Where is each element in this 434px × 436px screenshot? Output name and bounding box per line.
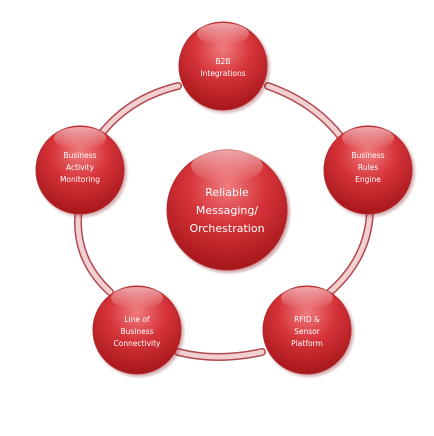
node-label-line-2: Sensor: [294, 327, 321, 336]
node-line-of-business-connectivity: Line of Business Connectivity: [92, 285, 184, 377]
node-label-line-3: Monitoring: [60, 175, 100, 184]
node-circle: [262, 285, 352, 375]
node-gloss: [342, 127, 394, 149]
node-circle: [92, 285, 182, 375]
center-node-gloss: [191, 150, 263, 182]
node-gloss: [197, 23, 249, 45]
node-label-line-1: B2B: [215, 57, 230, 66]
node-rfid-sensor-platform: RFID & Sensor Platform: [262, 285, 354, 377]
node-b2b-integrations: B2B Integrations: [178, 21, 270, 113]
center-line-3: Orchestration: [189, 222, 264, 235]
node-gloss: [111, 287, 163, 309]
node-circle: [323, 125, 413, 215]
node-label-line-2: Rules: [358, 163, 378, 172]
node-label-line-1: Business: [63, 151, 96, 160]
node-label-line-2: Business: [120, 327, 153, 336]
node-label-line-1: Business: [351, 151, 384, 160]
center-line-2: Messaging/: [196, 204, 258, 217]
node-label-line-3: Platform: [291, 339, 323, 348]
node-gloss: [281, 287, 333, 309]
node-label-line-3: Engine: [355, 175, 381, 184]
node-circle: [35, 125, 125, 215]
node-business-activity-monitoring: Business Activity Monitoring: [35, 125, 127, 217]
center-line-1: Reliable: [205, 186, 249, 199]
node-label-line-2: Integrations: [200, 69, 245, 78]
node-gloss: [54, 127, 106, 149]
node-label-line-1: RFID &: [294, 315, 320, 324]
node-label-line-2: Activity: [66, 163, 95, 172]
ring-arc-bottom-fill: [175, 349, 265, 360]
node-label-line-1: Line of: [124, 315, 150, 324]
node-business-rules-engine: Business Rules Engine: [323, 125, 415, 217]
node-label-line-3: Connectivity: [114, 339, 162, 348]
node-circle: [178, 21, 268, 111]
center-node: Reliable Messaging/ Orchestration: [166, 149, 290, 273]
